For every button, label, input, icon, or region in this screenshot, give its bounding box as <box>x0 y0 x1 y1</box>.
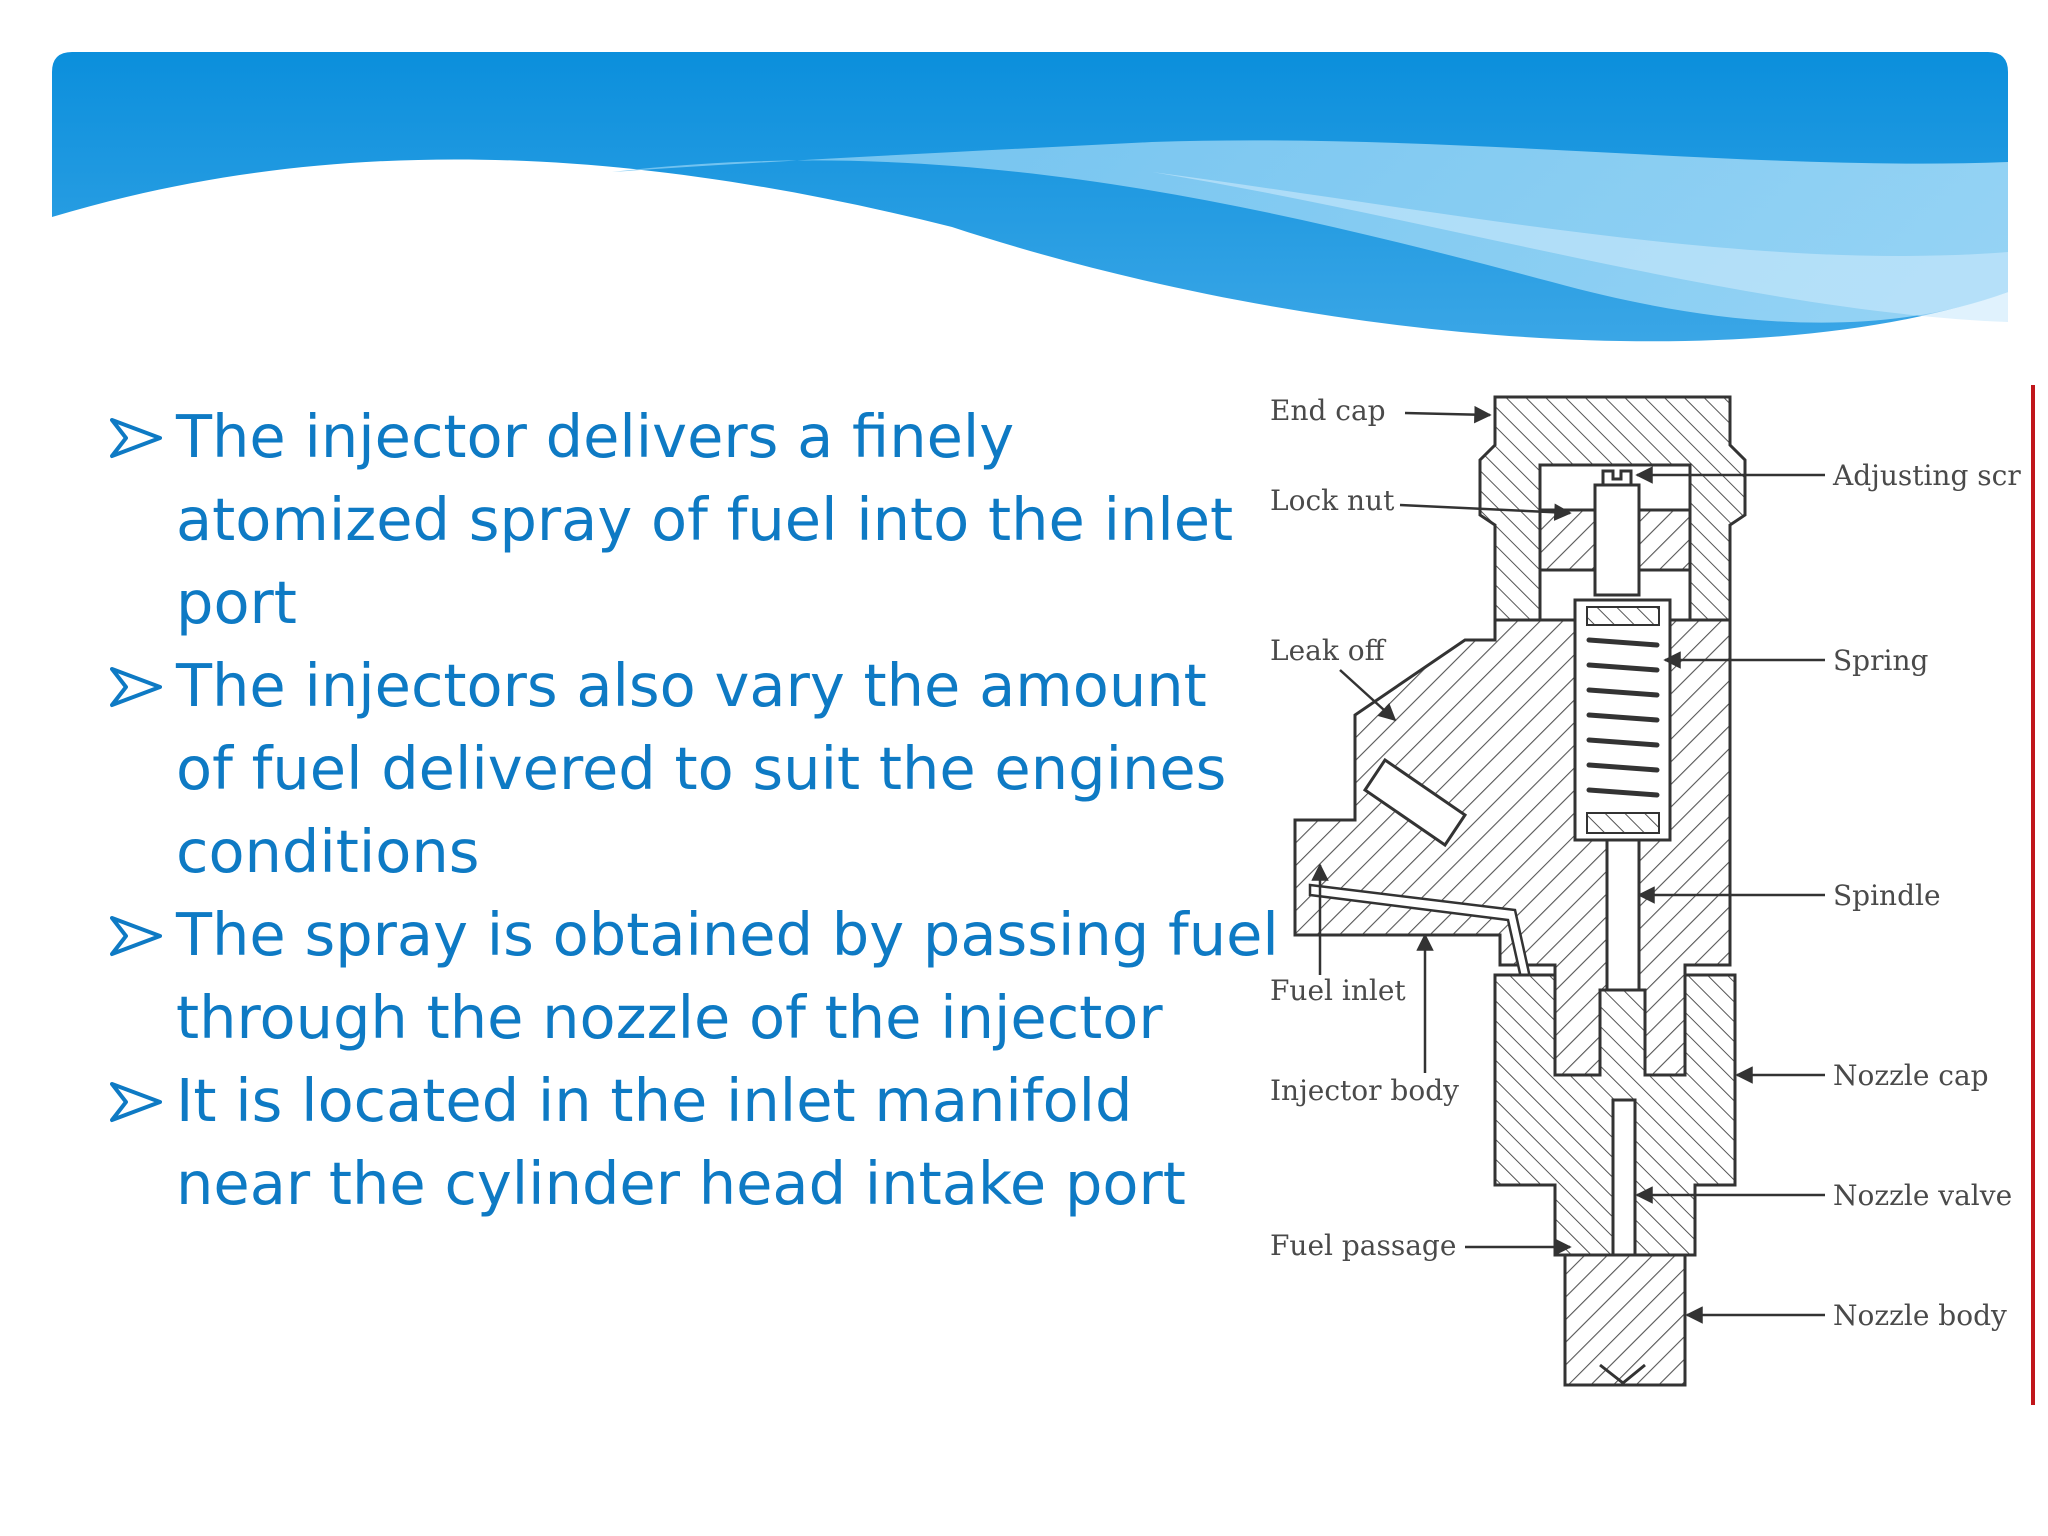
label-nozzle-valve: Nozzle valve <box>1833 1179 2012 1212</box>
adjusting-screw-shape <box>1593 483 1641 597</box>
label-nozzle-body: Nozzle body <box>1833 1299 2007 1332</box>
label-adjusting-screw: Adjusting scr <box>1832 459 2021 492</box>
label-spring: Spring <box>1833 644 1928 677</box>
label-leak-off: Leak off <box>1270 634 1387 667</box>
injector-diagram: End cap Lock nut Leak off Fuel inlet Inj… <box>1270 394 2021 1387</box>
nozzle-body-shape <box>1563 1253 1687 1387</box>
label-nozzle-cap: Nozzle cap <box>1833 1059 1989 1092</box>
label-lock-nut: Lock nut <box>1270 484 1395 517</box>
bullet-item: The injector delivers a finely atomized … <box>110 395 1280 644</box>
label-fuel-inlet: Fuel inlet <box>1270 974 1406 1007</box>
label-end-cap: End cap <box>1270 394 1386 427</box>
bullet-text: It is located in the inlet manifold near… <box>176 1066 1186 1218</box>
arrowhead-bullet-icon <box>110 916 162 956</box>
arrowhead-bullet-icon <box>110 1082 162 1122</box>
label-fuel-passage: Fuel passage <box>1270 1229 1456 1262</box>
bullet-item: The injectors also vary the amount of fu… <box>110 644 1280 893</box>
label-injector-body: Injector body <box>1270 1074 1459 1107</box>
bullet-item: The spray is obtained by passing fuel th… <box>110 893 1280 1059</box>
header-wave-banner <box>52 52 2008 342</box>
spring-coils <box>1586 637 1660 798</box>
bullet-text: The injector delivers a finely atomized … <box>176 402 1234 637</box>
end-cap-shape <box>1478 395 1747 622</box>
bullet-list: The injector delivers a finely atomized … <box>110 395 1280 1225</box>
label-spindle: Spindle <box>1833 879 1941 912</box>
arrowhead-bullet-icon <box>110 667 162 707</box>
arrowhead-bullet-icon <box>110 418 162 458</box>
bullet-text: The spray is obtained by passing fuel th… <box>176 900 1279 1052</box>
bullet-item: It is located in the inlet manifold near… <box>110 1059 1280 1225</box>
red-edge-line <box>2031 385 2035 1405</box>
bullet-text: The injectors also vary the amount of fu… <box>176 651 1227 886</box>
